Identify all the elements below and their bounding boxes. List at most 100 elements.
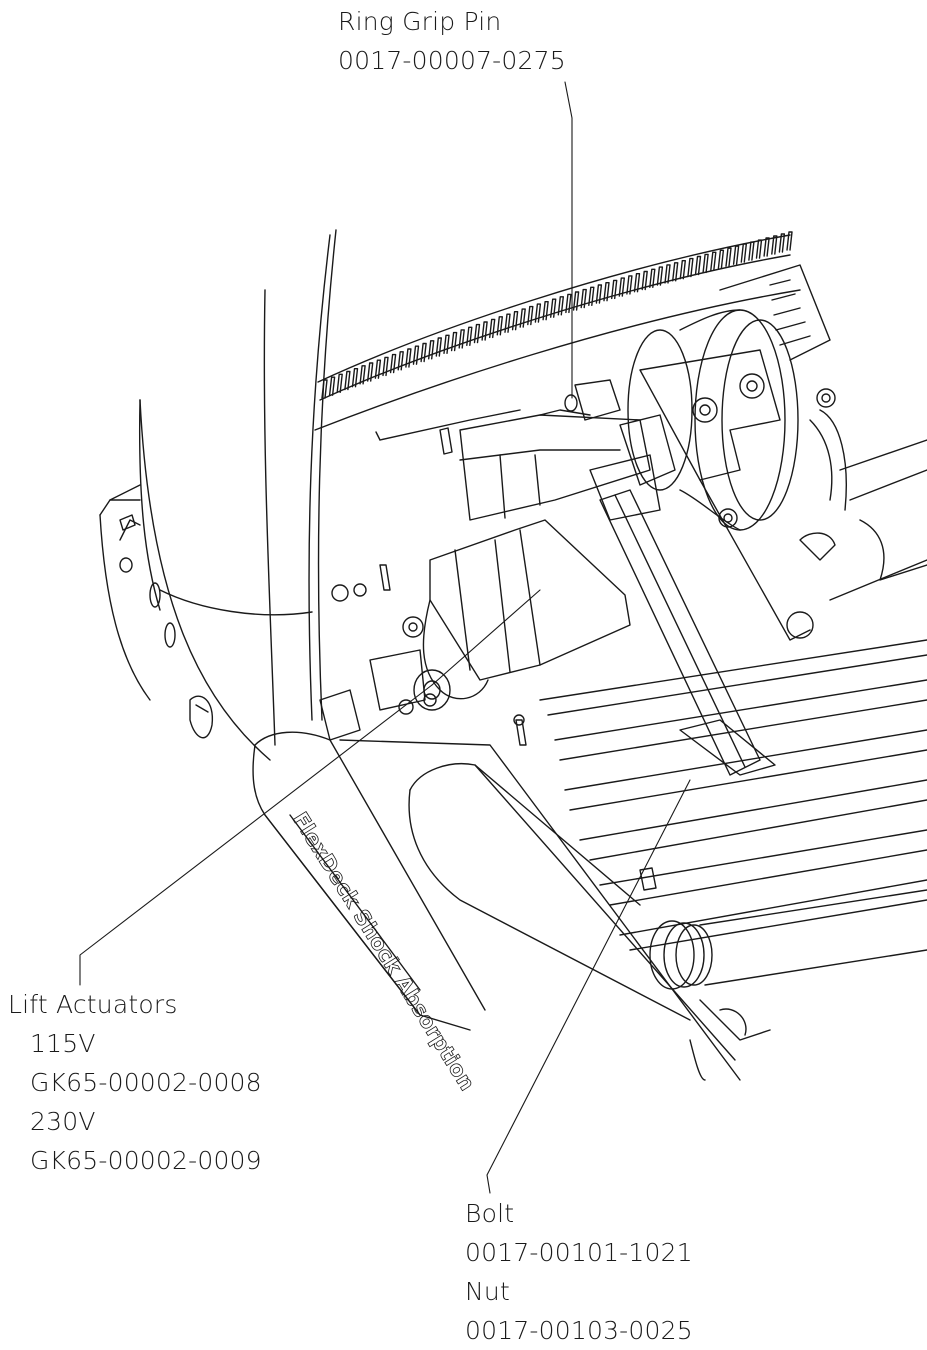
vent-slot <box>351 368 359 388</box>
rail-line <box>554 679 927 741</box>
vent-slot <box>763 237 770 257</box>
vent-slot <box>732 245 740 265</box>
lift-actuators-115v-part-number: GK65-00002-0008 <box>30 1068 262 1097</box>
vent-slot <box>611 279 618 300</box>
motor-plate <box>719 264 927 601</box>
vent-slot <box>786 231 793 251</box>
leader-lines <box>79 81 691 1194</box>
rail-line <box>569 749 927 811</box>
drive-pulley <box>627 309 847 641</box>
vent-slot <box>473 323 481 344</box>
rail-line <box>547 654 927 716</box>
vent-slot <box>374 359 382 379</box>
vent-slot <box>755 239 763 259</box>
vent-slot <box>595 284 603 304</box>
vent-slot <box>458 329 465 349</box>
leader-bolt-nut <box>486 779 691 1194</box>
vent-slot <box>656 266 664 286</box>
rear-roller <box>649 889 927 1081</box>
vent-slot <box>588 286 595 306</box>
left-upright-frame <box>99 229 337 761</box>
vent-slot <box>511 311 519 331</box>
rail-line <box>539 639 927 701</box>
lift-actuators-230v-part-number: GK65-00002-0009 <box>30 1146 262 1175</box>
rail-line <box>559 699 927 761</box>
fasteners <box>119 427 657 891</box>
vent-slot <box>496 316 503 336</box>
callout-bolt-nut: Bolt 0017-00101-1021 Nut 0017-00103-0025 <box>465 1194 693 1350</box>
vent-slot <box>504 313 511 333</box>
lift-actuators-230v: 230V <box>30 1107 96 1136</box>
rail-line <box>619 879 927 936</box>
vent-slot <box>740 243 747 263</box>
vent-slot <box>641 270 648 291</box>
vent-slot <box>633 273 641 293</box>
vent-slot <box>649 268 656 288</box>
vent-slot <box>565 293 572 314</box>
ring-grip-pin-part-number: 0017-00007-0275 <box>338 46 566 75</box>
lift-actuator <box>413 409 651 711</box>
leader-lift-actuators-2 <box>431 589 541 686</box>
vent-slot <box>519 308 526 328</box>
callout-ring-grip-pin: Ring Grip Pin 0017-00007-0275 <box>338 2 566 80</box>
vent-slot <box>489 318 496 339</box>
vent-slot <box>450 331 458 352</box>
vent-slot <box>626 275 633 295</box>
vent-slot <box>443 334 450 354</box>
rail-line <box>579 779 927 841</box>
vent-slot <box>435 337 442 357</box>
vent-slot <box>405 348 412 368</box>
rail-line <box>629 899 927 951</box>
vent-slot <box>359 365 366 385</box>
vent-slot <box>382 356 389 377</box>
lift-linkage <box>564 379 776 776</box>
vent-slot <box>367 362 374 382</box>
vent-slot <box>717 249 725 269</box>
vent-slot <box>534 303 542 323</box>
vent-slot <box>389 353 397 374</box>
vent-slot <box>694 255 702 276</box>
vent-slot <box>428 340 435 360</box>
vent-slot <box>412 345 420 365</box>
vent-slot <box>664 264 671 284</box>
motor-hood <box>314 231 801 441</box>
leader-ring-grip-pin <box>564 81 573 399</box>
vent-slot <box>618 277 625 297</box>
vent-slot <box>466 326 473 346</box>
vent-slot <box>344 370 351 391</box>
vent-slot <box>687 257 694 278</box>
vent-slot <box>328 376 336 396</box>
leader-lift-actuators <box>79 684 433 986</box>
vent-slot <box>778 233 786 253</box>
vent-slot <box>702 253 709 274</box>
vent-slot <box>771 235 778 255</box>
vent-slot <box>679 260 686 280</box>
vent-slot <box>557 296 564 316</box>
vent-slot <box>336 373 343 393</box>
vent-slot <box>527 305 534 326</box>
callout-lift-actuators: Lift Actuators 115V GK65-00002-0008 230V… <box>8 985 262 1180</box>
vent-slot <box>550 298 557 318</box>
hood-vent-slots <box>321 231 793 399</box>
vent-slot <box>725 247 732 267</box>
deck-rails <box>539 639 927 951</box>
vent-slot <box>572 291 580 311</box>
rail-line <box>564 729 927 791</box>
rail-line <box>589 799 927 861</box>
nut-part-number: 0017-00103-0025 <box>465 1316 693 1345</box>
nut-label: Nut <box>465 1277 510 1306</box>
lift-actuators-label: Lift Actuators <box>8 990 178 1019</box>
vent-slot <box>542 301 549 321</box>
bolt-label: Bolt <box>465 1199 515 1228</box>
vent-slot <box>420 342 427 363</box>
lift-actuators-115v: 115V <box>30 1029 96 1058</box>
vent-slot <box>397 351 404 371</box>
rail-line <box>599 829 927 886</box>
rail-line <box>609 849 927 906</box>
ring-grip-pin-label: Ring Grip Pin <box>338 7 502 36</box>
vent-slot <box>603 282 610 302</box>
vent-slot <box>748 241 755 261</box>
bolt-part-number: 0017-00101-1021 <box>465 1238 693 1267</box>
vent-slot <box>481 321 488 341</box>
vent-slot <box>580 288 587 309</box>
